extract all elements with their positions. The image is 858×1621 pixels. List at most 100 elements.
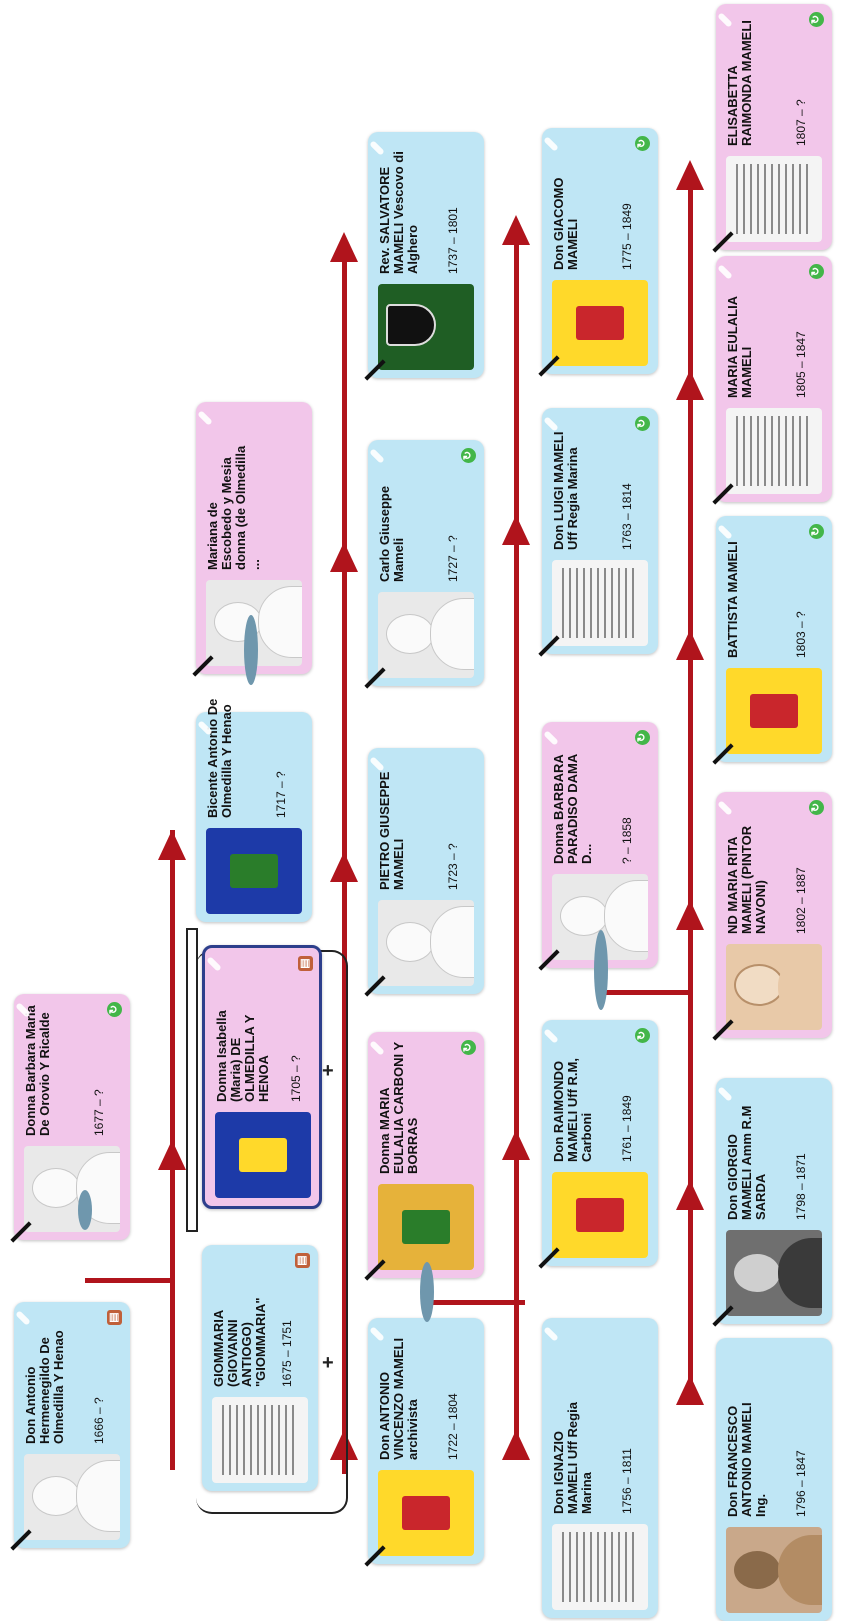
history-icon[interactable]: ▤ xyxy=(295,1253,310,1268)
sync-icon[interactable]: ↻ xyxy=(461,448,476,463)
person-name: Don RAIMONDO MAMELI Uff R.M, Carboni xyxy=(551,1058,594,1162)
crest-photo xyxy=(552,1172,648,1258)
sync-icon[interactable]: ↻ xyxy=(809,12,824,27)
person-name: Don ANTONIO VINCENZO MAMELI archivista xyxy=(377,1337,420,1460)
person-name: Don FRANCESCO ANTONIO MAMELI Ing. xyxy=(725,1402,768,1517)
person-card[interactable]: Don IGNAZIO MAMELI Uff Regia Marina 1756… xyxy=(542,1318,658,1618)
person-card[interactable]: Donna Barbara Maria De Orovio Y Ricalde … xyxy=(10,994,130,1243)
person-card[interactable]: Carlo Giuseppe Mameli 1727 – ? ↻ xyxy=(364,440,484,689)
person-years: 1717 – ? xyxy=(274,771,288,818)
branch-flag xyxy=(330,542,358,572)
marriage-connector-icon[interactable] xyxy=(420,1262,434,1322)
person-card[interactable]: Rev. SALVATORE MAMELI Vescovo di Alghero… xyxy=(364,132,484,381)
couple3-link xyxy=(600,990,692,995)
document-photo xyxy=(726,156,822,242)
generation3-connector xyxy=(514,225,519,1450)
person-card[interactable]: ELISABETTA RAIMONDA MAMELI 1807 – ? ↻ xyxy=(712,4,832,253)
person-name: Donna Isabella (Maria) DE OLMEDILLA Y HE… xyxy=(214,1010,271,1102)
person-name: Bicente Antonio De Olmedilla Y Henao xyxy=(205,698,234,818)
person-name: PIETRO GIUSEPPE MAMELI xyxy=(377,771,406,890)
add-person-plus-icon[interactable]: + xyxy=(322,1060,334,1082)
person-card[interactable]: ND MARIA RITA MAMELI (PINTOR NAVONI) 180… xyxy=(712,792,832,1041)
branch-flag xyxy=(676,370,704,400)
marriage-connector-icon[interactable] xyxy=(244,615,258,685)
person-name: GIOMMARIA (GIOVANNI ANTIOGO) "GIOMMARIA" xyxy=(211,1297,268,1387)
person-years: 1805 – 1847 xyxy=(794,331,808,398)
person-years: 1727 – ? xyxy=(446,535,460,582)
person-name: MARIA EULALIA MAMELI xyxy=(725,296,754,398)
person-card[interactable]: Don Antonio Hermenegildo De Olmedilla Y … xyxy=(10,1302,130,1551)
branch-flag xyxy=(676,900,704,930)
person-card[interactable]: Don FRANCESCO ANTONIO MAMELI Ing. 1796 –… xyxy=(716,1338,832,1621)
edit-pencil-icon[interactable] xyxy=(197,410,213,426)
silhouette-photo xyxy=(378,900,474,986)
crest-photo xyxy=(206,828,302,914)
person-years: 1675 – 1751 xyxy=(280,1320,294,1387)
person-name: ELISABETTA RAIMONDA MAMELI xyxy=(725,20,754,146)
person-years: ? – 1858 xyxy=(620,817,634,864)
document-photo xyxy=(726,408,822,494)
person-card[interactable]: Donna BARBARA PARADISO DAMA D... ? – 185… xyxy=(538,722,658,971)
silhouette-photo xyxy=(24,1454,120,1540)
document-photo xyxy=(552,1524,648,1610)
sync-icon[interactable]: ↻ xyxy=(635,416,650,431)
person-years: 1705 – ? xyxy=(289,1055,303,1102)
edit-pencil-icon[interactable] xyxy=(543,1326,559,1342)
sync-icon[interactable]: ↻ xyxy=(107,1002,122,1017)
person-name: Don GIACOMO MAMELI xyxy=(551,177,580,270)
sync-icon[interactable]: ↻ xyxy=(635,1028,650,1043)
history-icon[interactable]: ▤ xyxy=(107,1310,122,1325)
branch-flag xyxy=(676,630,704,660)
branch-flag xyxy=(676,1375,704,1405)
sync-icon[interactable]: ↻ xyxy=(635,136,650,151)
portrait-photo xyxy=(726,1527,822,1613)
person-name: Don Antonio Hermenegildo De Olmedilla Y … xyxy=(23,1330,66,1444)
person-card[interactable]: BATTISTA MAMELI 1803 – ? ↻ xyxy=(712,516,832,765)
person-card[interactable]: Don RAIMONDO MAMELI Uff R.M, Carboni 176… xyxy=(538,1020,658,1269)
sync-icon[interactable]: ↻ xyxy=(809,264,824,279)
person-card[interactable]: Bicente Antonio De Olmedilla Y Henao 171… xyxy=(196,699,312,922)
sync-icon[interactable]: ↻ xyxy=(809,800,824,815)
person-name: Don GIORGIO MAMELI Amm R.M SARDA xyxy=(725,1105,768,1220)
branch-flag xyxy=(502,1130,530,1160)
branch-flag xyxy=(330,1430,358,1460)
person-years: 1807 – ? xyxy=(794,99,808,146)
couple1-link xyxy=(85,1278,175,1283)
couple2-link xyxy=(425,1300,525,1305)
portrait-photo xyxy=(726,944,822,1030)
person-name: Carlo Giuseppe Mameli xyxy=(377,485,406,582)
branch-flag xyxy=(676,160,704,190)
sync-icon[interactable]: ↻ xyxy=(461,1040,476,1055)
crest-photo xyxy=(726,668,822,754)
person-name: BATTISTA MAMELI xyxy=(725,541,740,658)
person-years: 1666 – ? xyxy=(92,1397,106,1444)
marriage-connector-icon[interactable] xyxy=(78,1190,92,1230)
person-card[interactable]: Don ANTONIO VINCENZO MAMELI archivista 1… xyxy=(364,1318,484,1567)
person-card[interactable]: Don LUIGI MAMELI Uff Regia Marina 1763 –… xyxy=(538,408,658,657)
edit-pencil-icon[interactable] xyxy=(206,956,222,972)
scroll-marker[interactable] xyxy=(186,928,198,1232)
history-icon[interactable]: ▤ xyxy=(298,956,313,971)
person-name: ND MARIA RITA MAMELI (PINTOR NAVONI) xyxy=(725,825,768,934)
branch-flag xyxy=(502,215,530,245)
person-card[interactable]: Don GIACOMO MAMELI 1775 – 1849 ↻ xyxy=(538,128,658,377)
person-years: 1763 – 1814 xyxy=(620,483,634,550)
person-name: Don IGNAZIO MAMELI Uff Regia Marina xyxy=(551,1402,594,1514)
person-card[interactable]: PIETRO GIUSEPPE MAMELI 1723 – ? xyxy=(364,748,484,997)
selected-person-card[interactable]: Donna Isabella (Maria) DE OLMEDILLA Y HE… xyxy=(202,945,322,1209)
generation4-connector xyxy=(688,170,693,1395)
person-card[interactable]: Donna MARIA EULALIA CARBONI Y BORRAS ↻ xyxy=(364,1032,484,1281)
add-person-plus-icon[interactable]: + xyxy=(322,1352,334,1374)
person-name: Donna MARIA EULALIA CARBONI Y BORRAS xyxy=(377,1042,420,1174)
marriage-connector-icon[interactable] xyxy=(594,930,608,1010)
branch-flag xyxy=(330,232,358,262)
person-name: Donna Barbara Maria De Orovio Y Ricalde xyxy=(23,1005,52,1136)
person-card[interactable]: MARIA EULALIA MAMELI 1805 – 1847 ↻ xyxy=(712,256,832,505)
person-years: 1723 – ? xyxy=(446,843,460,890)
branch-flag xyxy=(158,830,186,860)
sync-icon[interactable]: ↻ xyxy=(635,730,650,745)
person-card[interactable]: GIOMMARIA (GIOVANNI ANTIOGO) "GIOMMARIA"… xyxy=(202,1245,318,1491)
person-card[interactable]: Don GIORGIO MAMELI Amm R.M SARDA 1798 – … xyxy=(712,1078,832,1327)
sync-icon[interactable]: ↻ xyxy=(809,524,824,539)
